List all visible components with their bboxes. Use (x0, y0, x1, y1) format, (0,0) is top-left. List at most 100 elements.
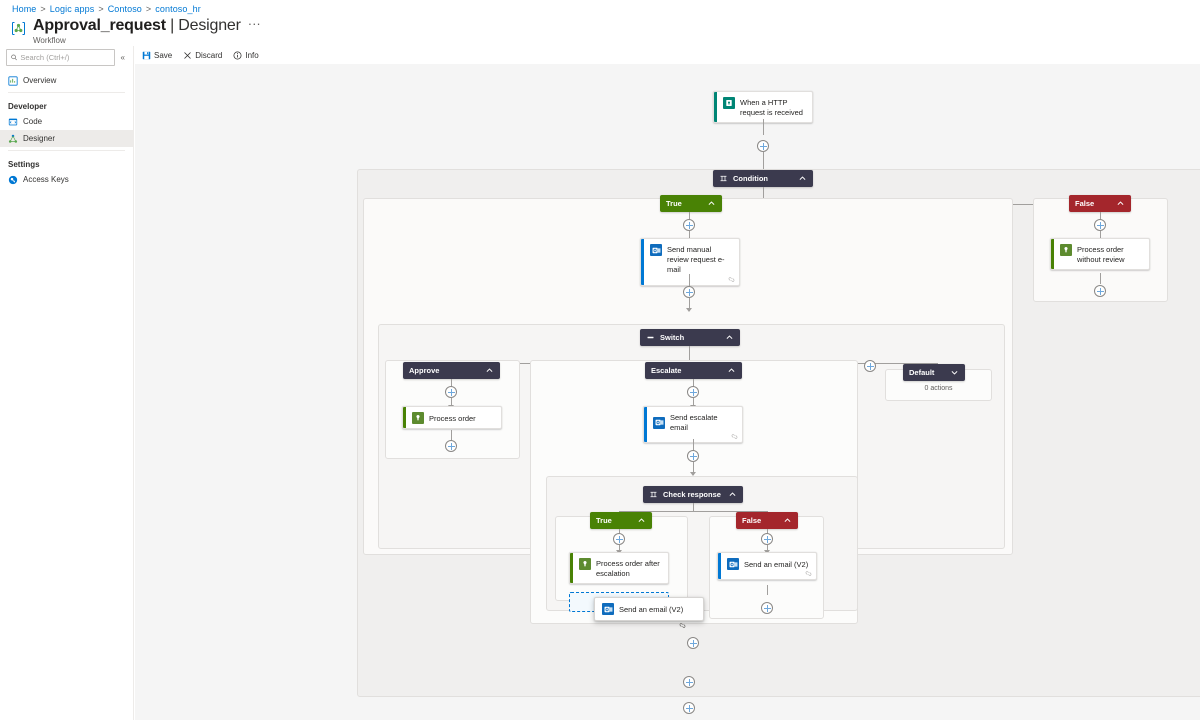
action-node-process-after-escalation[interactable]: Process order after escalation (569, 552, 669, 584)
trigger-node-http-request[interactable]: When a HTTP request is received (713, 91, 813, 123)
designer-canvas[interactable]: When a HTTP request is received Conditio… (135, 64, 1200, 720)
designer-icon (8, 134, 18, 144)
add-action-button[interactable] (687, 450, 699, 462)
add-action-button[interactable] (761, 602, 773, 614)
add-action-button[interactable] (1094, 219, 1106, 231)
add-action-button[interactable] (1094, 285, 1106, 297)
breadcrumb-item-contoso-hr[interactable]: contoso_hr (155, 4, 201, 14)
function-icon (412, 412, 424, 424)
logic-app-icon (10, 20, 27, 37)
connector-line (619, 529, 620, 536)
branch-label: True (666, 199, 682, 208)
sidebar-collapse-button[interactable]: « (120, 53, 125, 62)
add-case-button[interactable] (864, 360, 876, 372)
action-node-send-an-email-false[interactable]: Send an email (V2) (717, 552, 817, 580)
breadcrumb-separator: > (40, 4, 46, 14)
sidebar-item-access-keys[interactable]: Access Keys (0, 171, 133, 188)
action-node-send-escalate-email[interactable]: Send escalate email (643, 406, 743, 443)
connector-arrow (690, 472, 696, 476)
info-button[interactable]: Info (233, 50, 259, 60)
chevron-up-icon[interactable] (728, 490, 737, 499)
outlook-icon (602, 603, 614, 615)
sidebar-item-label: Designer (23, 134, 56, 143)
node-accent-bar (644, 407, 647, 442)
sidebar-item-label: Code (23, 117, 43, 126)
action-node-process-without-review[interactable]: Process order without review (1050, 238, 1150, 270)
chevron-down-icon[interactable] (950, 368, 959, 377)
case-default-header[interactable]: Default (903, 364, 965, 381)
node-label: Process order after escalation (596, 559, 660, 578)
check-true-header[interactable]: True (590, 512, 652, 529)
connector-arrow (686, 308, 692, 312)
branch-label: False (742, 516, 762, 525)
connector-line (451, 430, 452, 441)
save-icon (142, 51, 151, 59)
add-action-button[interactable] (445, 386, 457, 398)
chevron-up-icon[interactable] (727, 366, 736, 375)
chevron-up-icon[interactable] (798, 174, 807, 183)
add-action-button[interactable] (683, 219, 695, 231)
function-icon (579, 558, 591, 570)
connector-line (767, 585, 768, 595)
add-action-button[interactable] (757, 140, 769, 152)
search-input[interactable] (20, 53, 110, 62)
save-button[interactable]: Save (142, 51, 172, 60)
breadcrumb-item-logic-apps[interactable]: Logic apps (49, 4, 95, 14)
add-action-button[interactable] (683, 676, 695, 688)
chevron-up-icon[interactable] (1116, 199, 1125, 208)
connector-line (689, 346, 690, 354)
sidebar-item-designer[interactable]: Designer (0, 130, 133, 147)
add-action-button[interactable] (687, 637, 699, 649)
action-node-send-manual-review[interactable]: Send manual review request e-mail (640, 238, 740, 286)
sidebar-divider (8, 92, 125, 93)
check-response-node[interactable]: Check response (643, 486, 743, 503)
false-branch-header[interactable]: False (1069, 195, 1131, 212)
page-title: Approval_request | Designer··· (33, 16, 261, 35)
chevron-up-icon[interactable] (707, 199, 716, 208)
sidebar: « Overview Developer Code Designer Setti… (0, 46, 134, 720)
discard-button[interactable]: Discard (183, 51, 222, 60)
node-label: Process order (429, 413, 476, 423)
add-action-button[interactable] (683, 702, 695, 714)
node-label: Check response (663, 490, 721, 499)
discard-label: Discard (195, 50, 223, 60)
connector-line (619, 511, 767, 512)
info-label: Info (245, 50, 259, 60)
search-box[interactable] (6, 49, 115, 66)
sidebar-item-overview[interactable]: Overview (0, 72, 133, 89)
add-action-button[interactable] (683, 286, 695, 298)
breadcrumb-item-contoso[interactable]: Contoso (107, 4, 142, 14)
connector-line (767, 545, 768, 553)
add-action-button[interactable] (445, 440, 457, 452)
add-action-button[interactable] (613, 533, 625, 545)
connector-line (1100, 273, 1101, 284)
chevron-up-icon[interactable] (783, 516, 792, 525)
action-node-process-order[interactable]: Process order (402, 406, 502, 429)
add-action-button[interactable] (687, 386, 699, 398)
add-action-button[interactable] (761, 533, 773, 545)
http-request-icon (723, 97, 735, 109)
chevron-up-icon[interactable] (725, 333, 734, 342)
more-options-button[interactable]: ··· (247, 16, 261, 31)
case-label: Escalate (651, 366, 682, 375)
chevron-up-icon[interactable] (485, 366, 494, 375)
true-branch-header[interactable]: True (660, 195, 722, 212)
case-default-empty-text: 0 actions (924, 385, 953, 392)
connection-link-icon (805, 571, 812, 576)
condition-node[interactable]: Condition (713, 170, 813, 187)
node-label: Send manual review request e-mail (667, 245, 725, 274)
node-accent-bar (570, 553, 573, 583)
key-icon (8, 175, 18, 185)
case-escalate-header[interactable]: Escalate (645, 362, 742, 379)
function-icon (1060, 244, 1072, 256)
case-approve-header[interactable]: Approve (403, 362, 500, 379)
title-row: Approval_request | Designer··· Workflow (10, 16, 261, 45)
switch-node[interactable]: Switch (640, 329, 740, 346)
connector-line (693, 398, 694, 408)
check-false-header[interactable]: False (736, 512, 798, 529)
chevron-up-icon[interactable] (637, 516, 646, 525)
sidebar-item-code[interactable]: Code (0, 113, 133, 130)
breadcrumb-item-home[interactable]: Home (12, 4, 37, 14)
page-subtitle: Workflow (33, 36, 66, 45)
dragging-card-send-an-email[interactable]: Send an email (V2) (594, 597, 704, 621)
